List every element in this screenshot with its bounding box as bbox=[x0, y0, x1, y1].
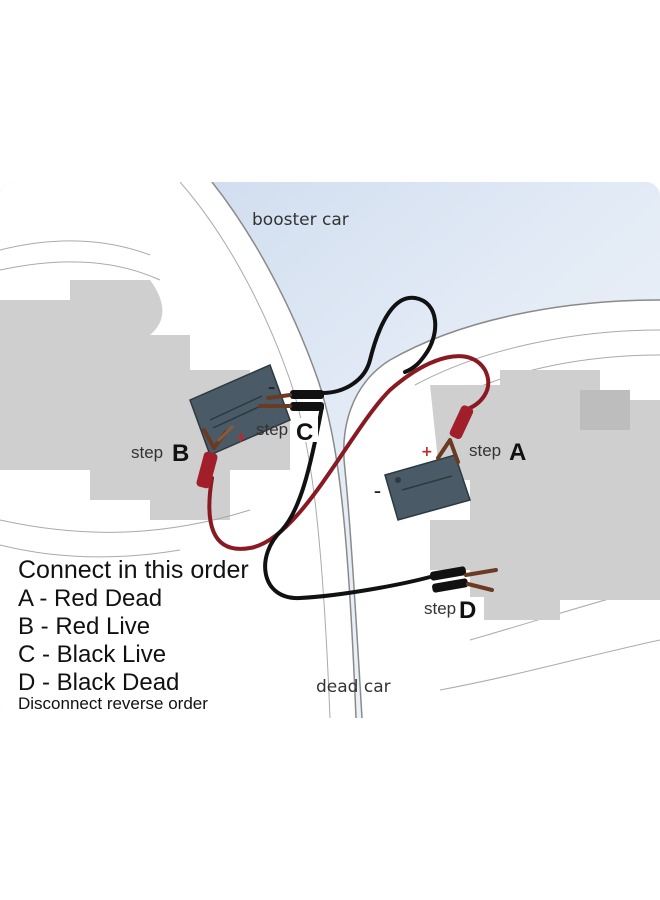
instructions-note: Disconnect reverse order bbox=[18, 694, 208, 713]
black-cable bbox=[263, 405, 432, 601]
dead-car-body bbox=[343, 299, 660, 718]
clamp-c bbox=[258, 390, 324, 411]
instruction-step-b: B - Red Live bbox=[18, 613, 150, 640]
clamp-d bbox=[430, 566, 498, 593]
booster-car-label: booster car bbox=[252, 210, 349, 230]
clamp-b bbox=[196, 425, 234, 489]
scene-background bbox=[0, 182, 660, 718]
step-b-prefix: step bbox=[131, 443, 163, 462]
booster-car-body bbox=[0, 182, 357, 718]
booster-battery bbox=[189, 363, 291, 457]
red-cable bbox=[207, 354, 491, 551]
instruction-step-c: C - Black Live bbox=[18, 641, 166, 668]
clamp-a bbox=[436, 405, 474, 464]
dead-car-label: dead car bbox=[316, 677, 391, 697]
instruction-step-a: A - Red Dead bbox=[18, 585, 162, 612]
step-c-letter: C bbox=[296, 419, 313, 446]
step-d-label: step D bbox=[424, 597, 484, 624]
booster-positive-sign: + bbox=[235, 430, 247, 446]
instructions-title: Connect in this order bbox=[18, 556, 249, 584]
instruction-step-d: D - Black Dead bbox=[18, 669, 179, 696]
step-b-label: step B bbox=[131, 440, 189, 467]
booster-negative-sign: – bbox=[268, 380, 275, 396]
step-a-letter: A bbox=[509, 439, 526, 466]
step-d-prefix: step bbox=[424, 599, 456, 618]
dead-positive-sign: + bbox=[421, 444, 433, 460]
step-a-label: step A bbox=[469, 439, 526, 466]
step-a-prefix: step bbox=[469, 441, 501, 460]
dead-battery bbox=[384, 454, 471, 521]
black-cable-loop bbox=[320, 295, 438, 395]
instructions: Connect in this order A - Red Dead B - R… bbox=[18, 556, 249, 713]
step-c-prefix: step bbox=[256, 420, 288, 439]
step-d-letter: D bbox=[459, 597, 476, 624]
step-b-letter: B bbox=[172, 440, 189, 467]
dead-negative-sign: – bbox=[374, 484, 381, 500]
step-c-label: step C bbox=[256, 418, 318, 446]
